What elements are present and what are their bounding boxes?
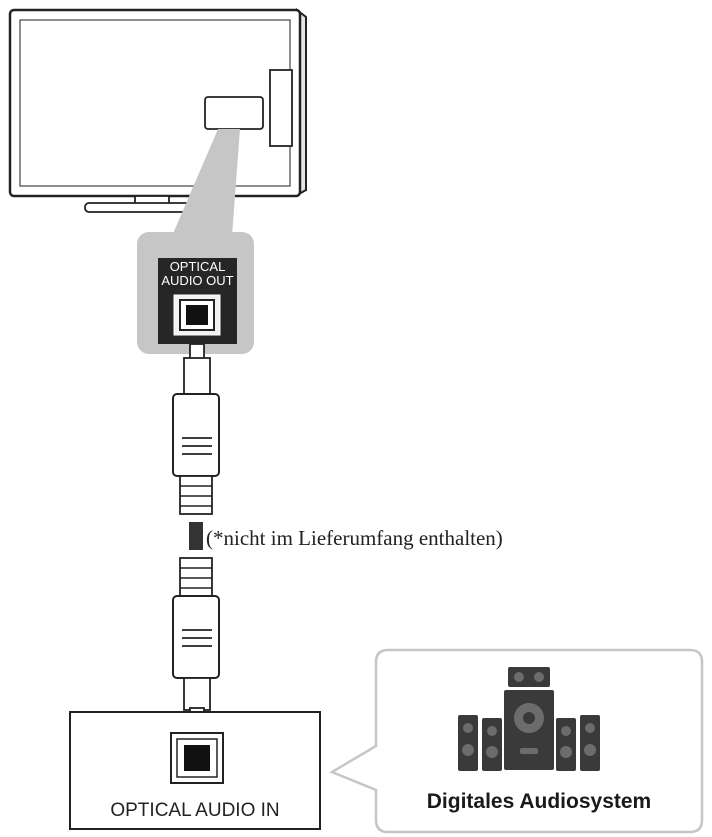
speaker-cone xyxy=(561,726,571,736)
port-zoom-callout: OPTICAL AUDIO OUT xyxy=(137,129,254,354)
speaker-left-rear xyxy=(482,718,502,771)
lower-strain-relief xyxy=(179,557,213,597)
speaker-cone xyxy=(487,726,497,736)
speaker-cone xyxy=(486,746,498,758)
upper-plug-body xyxy=(172,393,220,477)
cable-plug-lower xyxy=(172,557,220,725)
optical-out-socket-core xyxy=(186,305,208,325)
speaker-cone xyxy=(463,723,473,733)
speaker-cone xyxy=(514,672,524,682)
lower-plug-body xyxy=(172,595,220,679)
upper-plug-collar xyxy=(183,357,211,395)
optical-out-label-line2: AUDIO OUT xyxy=(161,273,233,288)
speaker-left-front xyxy=(458,715,478,771)
cable-segment xyxy=(189,522,203,550)
speaker-system-icon xyxy=(458,667,600,771)
upper-strain-relief xyxy=(179,475,213,515)
optical-audio-in-label: OPTICAL AUDIO IN xyxy=(110,800,279,821)
speaker-cone xyxy=(584,744,596,756)
cable-not-included-note: (*nicht im Lieferumfang enthalten) xyxy=(206,526,503,550)
audio-system-callout: Digitales Audiosystem xyxy=(329,648,704,834)
optical-out-label-line1: OPTICAL xyxy=(170,259,226,274)
subwoofer-port xyxy=(520,748,538,754)
speaker-cone xyxy=(585,723,595,733)
optical-in-socket-core xyxy=(184,745,210,771)
audio-device-panel: OPTICAL AUDIO IN xyxy=(69,711,321,830)
lower-plug-collar xyxy=(183,677,211,711)
tv xyxy=(8,7,307,213)
subwoofer-cone-center xyxy=(523,712,535,724)
speaker-cone xyxy=(462,744,474,756)
speaker-center xyxy=(508,667,550,687)
speaker-right-front xyxy=(580,715,600,771)
cable-plug-upper xyxy=(172,343,220,515)
tv-port-area xyxy=(204,96,264,130)
tv-side-panel xyxy=(269,69,293,147)
speaker-cone xyxy=(534,672,544,682)
speaker-cone xyxy=(560,746,572,758)
speaker-right-rear xyxy=(556,718,576,771)
zoom-connector xyxy=(172,129,240,236)
audio-system-label: Digitales Audiosystem xyxy=(427,790,651,813)
